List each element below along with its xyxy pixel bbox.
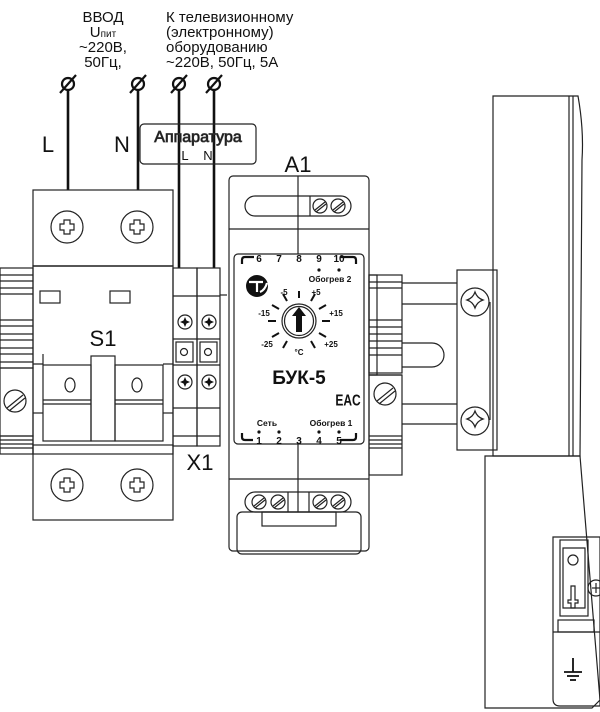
equipment-tag-title: Аппаратура [154,129,242,146]
terminal-num-6: 6 [256,254,262,265]
screw-terminal-top-left [50,210,84,244]
equipment-tag-l: L [181,148,188,163]
terminal-num-1: 1 [256,436,262,447]
input-label-voltage-symbol: Uпит [90,24,117,41]
input-label-line-3: ~220В, [79,39,127,56]
terminal-num-2: 2 [276,436,282,447]
terminal-block-label: X1 [187,450,214,475]
neutral-label: N [114,132,130,157]
enclosure [484,95,600,709]
relay-bottom-screw-1 [251,494,267,510]
x1-screw-3 [177,374,193,390]
breaker-label: S1 [90,326,117,351]
relay-top-screw-1 [312,198,328,214]
din-rail-left [0,267,34,455]
output-label-line-3: оборудованию [166,39,268,56]
terminal-symbols [59,74,223,94]
eac-mark-icon: EAC [335,391,360,409]
terminal-num-4: 4 [316,436,322,447]
circuit-breaker-s1: S1 [0,189,174,521]
heating2-label: Обогрев 2 [309,274,352,284]
wires [66,90,216,268]
manufacturer-logo-icon [246,275,269,297]
relay-bottom-screw-2 [270,494,286,510]
terminal-num-9: 9 [316,254,322,265]
input-label-line-1: ВВОД [82,9,123,26]
x1-screw-2 [201,314,217,330]
dial-scale-minus5: -5 [280,288,288,297]
heating1-label: Обогрев 1 [310,418,353,428]
breaker-lever-left[interactable] [42,364,92,442]
ground-icon [564,658,582,681]
phillips-screw-lower [460,406,490,436]
breaker-indicator-right [109,290,131,304]
dial-scale-plus5: +5 [311,288,321,297]
terminal-num-5: 5 [336,436,342,447]
equipment-tag-n: N [203,148,212,163]
dial-scale-plus25: +25 [324,340,338,349]
equipment-tag: Аппаратура L N [139,123,257,165]
dial-scale-minus25: -25 [261,340,273,349]
screw-terminal-top-right [120,210,154,244]
breaker-indicator-left [39,290,61,304]
input-label: ВВОД Uпит ~220В, 50Гц, [79,9,127,71]
phillips-screw-upper [460,287,490,317]
voltage-subscript: пит [101,29,117,40]
relay-buk5: 6 7 8 9 10 Обогрев 2 [228,175,370,555]
terminal-block-x1: X1 [172,267,227,475]
phase-label: L [42,132,54,157]
dial-scale-minus15: -15 [258,309,270,318]
terminal-num-10: 10 [333,254,345,265]
terminal-num-7: 7 [276,254,282,265]
terminal-num-3: 3 [296,436,302,447]
screw-terminal-bottom-right [120,468,154,502]
mains-label: Сеть [257,418,277,428]
dial-arrow-icon [292,307,306,332]
relay-top-screw-2 [330,198,346,214]
relay-model: БУК-5 [272,368,326,389]
slotted-screw-icon [3,389,27,413]
output-label: К телевизионному (электронному) оборудов… [166,9,294,71]
voltage-symbol: U [90,24,101,41]
output-label-line-1: К телевизионному [166,9,294,26]
terminal-num-8: 8 [296,254,302,265]
din-rail-side [368,269,498,476]
dial-scale-plus15: +15 [329,309,343,318]
x1-screw-4 [201,374,217,390]
temperature-dial[interactable]: -5 +5 -15 +15 -25 +25 °С [258,288,343,357]
relay-bottom-screw-4 [330,494,346,510]
breaker-lever-right[interactable] [114,364,164,442]
screw-terminal-bottom-left [50,468,84,502]
dial-unit: °С [295,348,304,357]
x1-screw-1 [177,314,193,330]
output-label-line-2: (электронному) [166,24,274,41]
output-label-line-4: ~220В, 50Гц, 5А [166,54,278,71]
input-label-line-4: 50Гц, [84,54,122,71]
relay-bottom-screw-3 [312,494,328,510]
relay-label: A1 [285,152,312,177]
slotted-screw-icon [373,382,397,406]
